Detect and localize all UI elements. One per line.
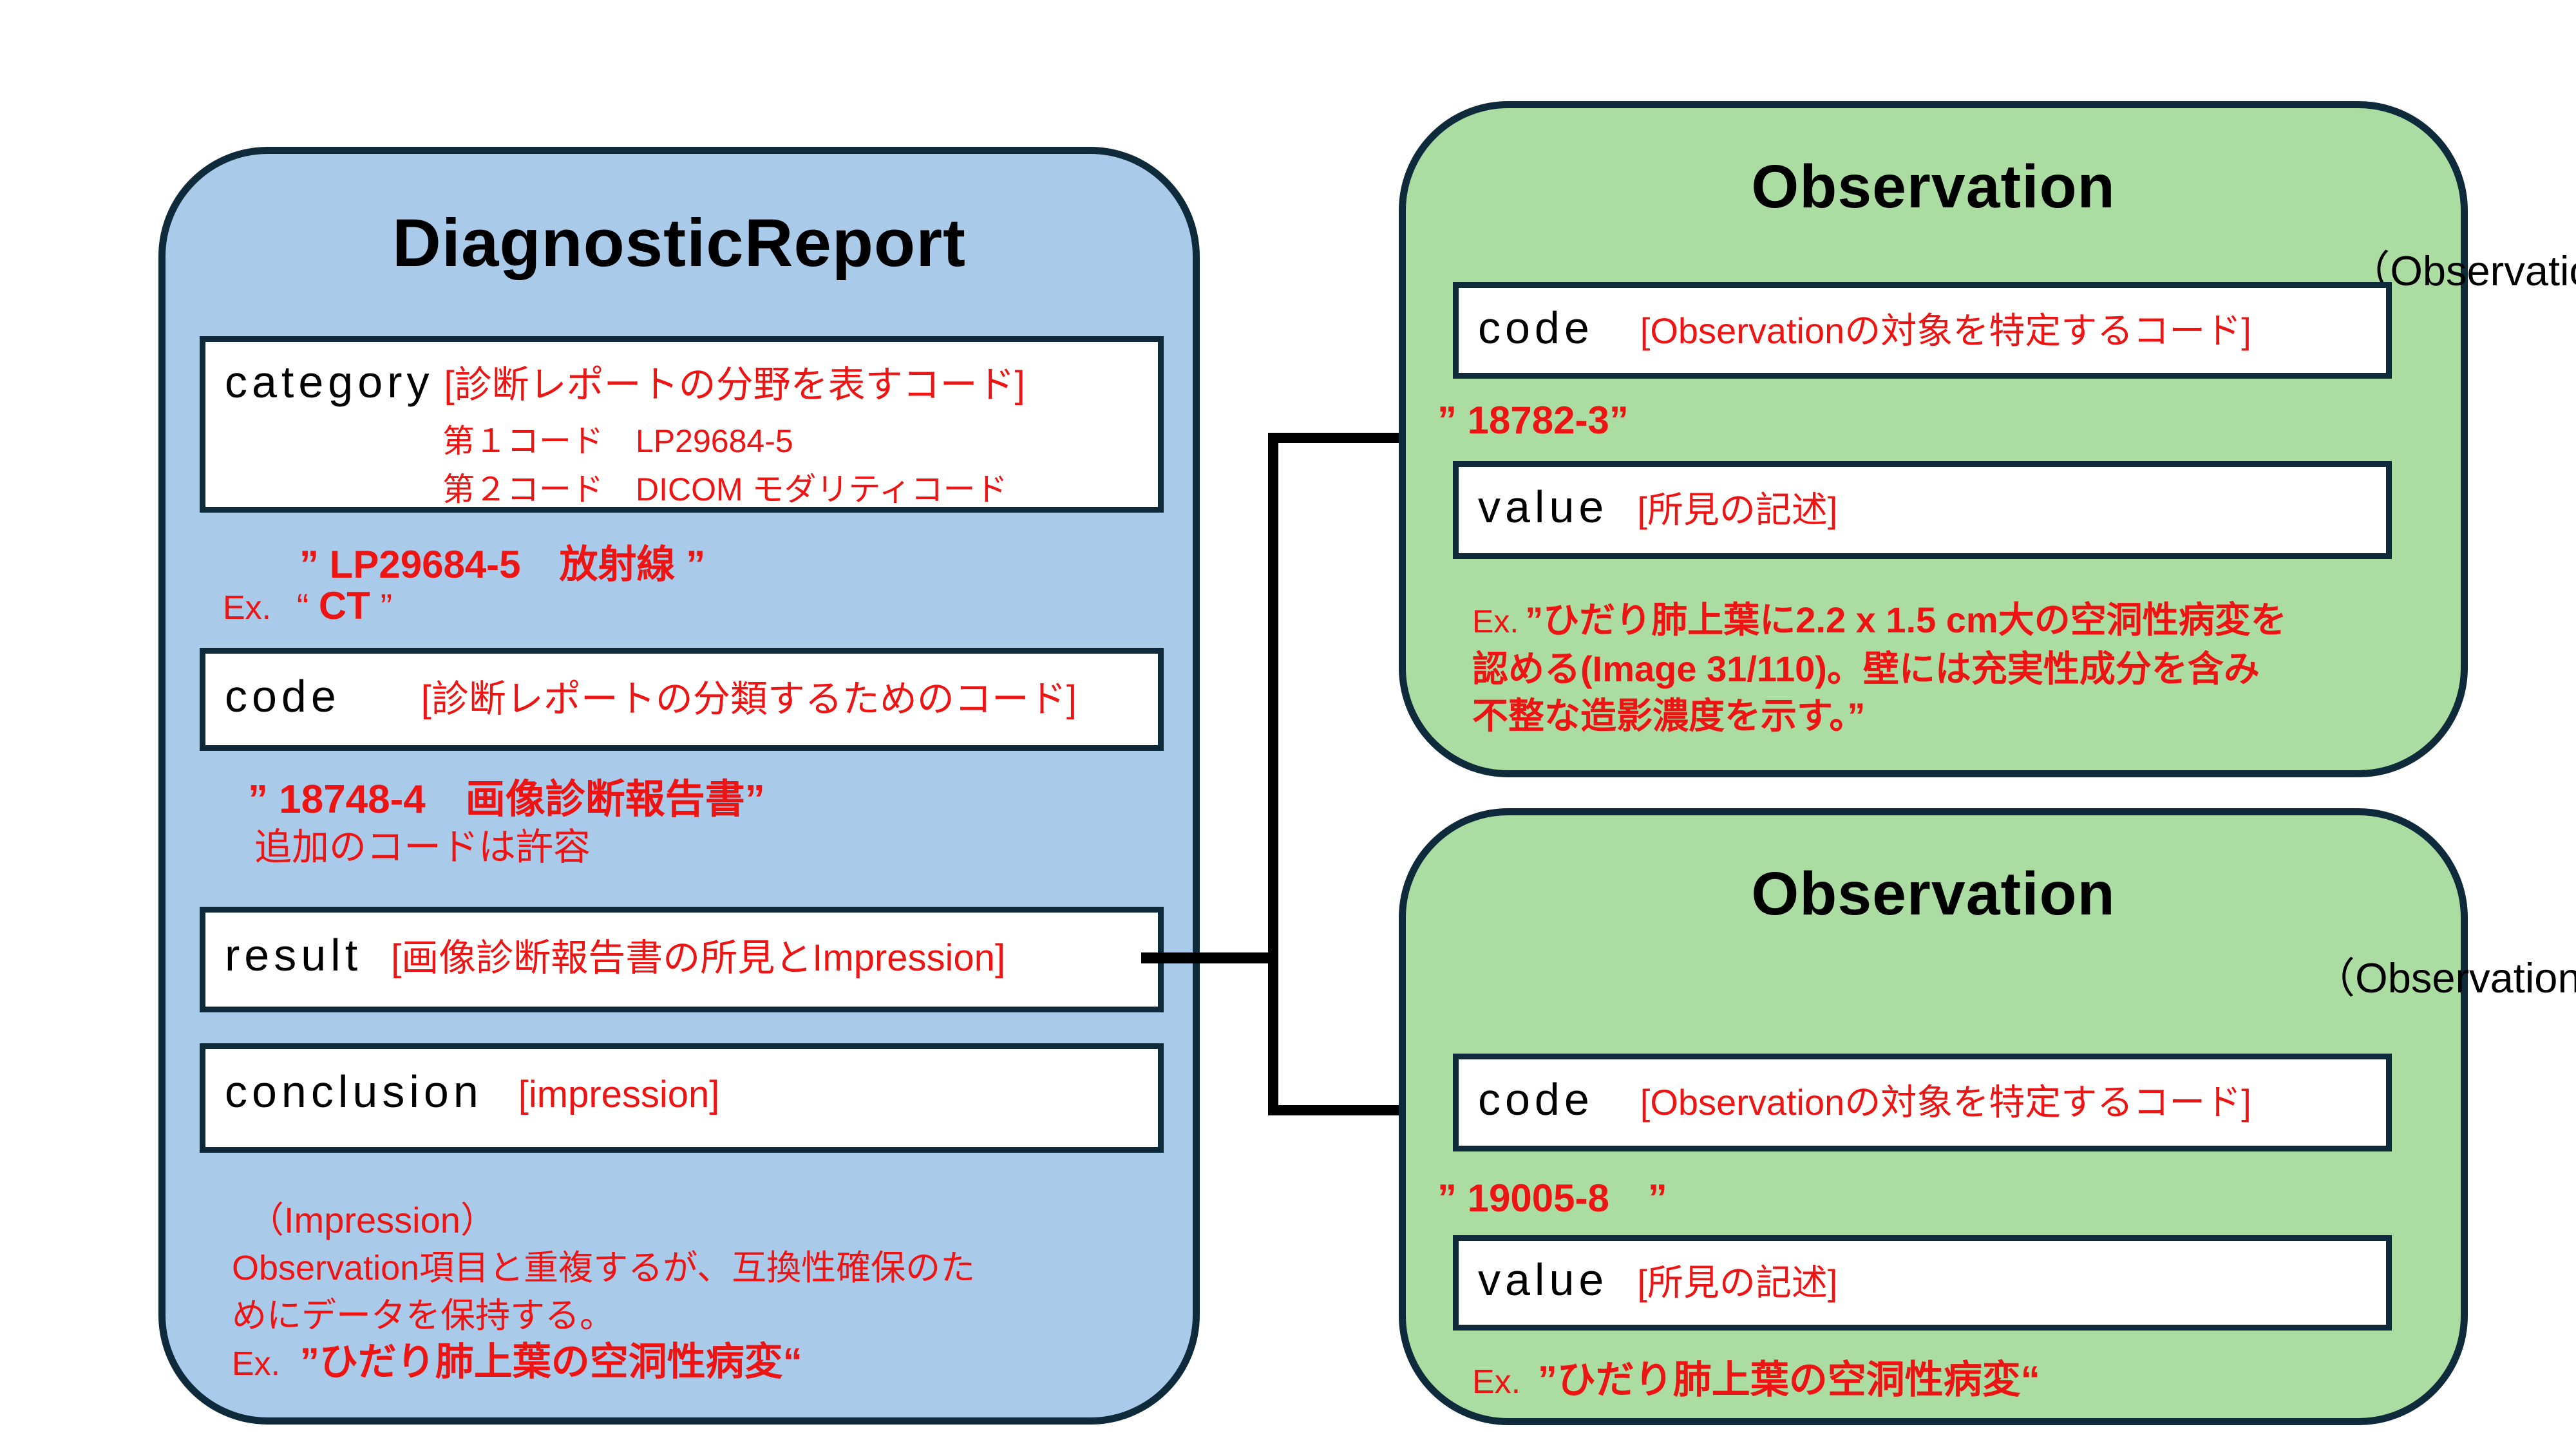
code-field-annotation: [診断レポートの分類するためのコード] — [421, 678, 1077, 720]
observation-impression-example: Ex. ”ひだり肺上葉の空洞性病変“ — [1472, 1349, 2040, 1405]
impression-example-prefix: Ex. — [232, 1345, 281, 1383]
observation-impression-subtitle: （Observation_Radiology_Impression） — [2313, 954, 2576, 1001]
result-field-label: result — [225, 930, 363, 980]
observation-impression-code-box: code [Observationの対象を特定するコード] — [1453, 1054, 2392, 1151]
category-example-prefix: Ex. — [223, 589, 272, 627]
connector-vertical-line — [1268, 433, 1278, 1115]
observation-impression-value-box: value [所見の記述] — [1453, 1235, 2392, 1331]
observation-findings-code-annotation: [Observationの対象を特定するコード] — [1640, 310, 2251, 351]
connector-result-stub — [1141, 952, 1278, 963]
code-example-note: 追加のコードは許容 — [254, 826, 591, 868]
observation-findings-code-label: code — [1478, 303, 1594, 353]
observation-findings-code-box: code [Observationの対象を特定するコード] — [1453, 282, 2392, 379]
observation-findings-value-label: value — [1478, 482, 1609, 532]
diagnostic-report-title: DiagnosticReport — [392, 205, 967, 281]
conclusion-field-box: conclusion [impression] — [200, 1043, 1164, 1153]
conclusion-field-annotation: [impression] — [518, 1074, 720, 1115]
impression-example: Ex. ”ひだり肺上葉の空洞性病変“ — [232, 1331, 802, 1387]
impression-note-line-2: めにデータを保持する。 — [232, 1296, 614, 1335]
observation-impression-code-label: code — [1478, 1074, 1594, 1124]
connector-top-branch — [1268, 433, 1402, 443]
observation-findings-example-prefix: Ex. — [1472, 603, 1519, 639]
observation-findings-title: Observation — [1751, 153, 2116, 221]
observation-impression-example-prefix: Ex. — [1472, 1363, 1521, 1401]
conclusion-field-label: conclusion — [225, 1066, 483, 1117]
category-example-close-quote: ” — [370, 586, 393, 627]
observation-impression-value-label: value — [1478, 1255, 1609, 1305]
result-field-box: result [画像診断報告書の所見とImpression] — [200, 907, 1164, 1012]
observation-impression-code-annotation: [Observationの対象を特定するコード] — [1640, 1082, 2251, 1122]
impression-example-text: ”ひだり肺上葉の空洞性病変“ — [299, 1340, 802, 1383]
observation-findings-value-annotation: [所見の記述] — [1637, 489, 1838, 530]
category-code-line-2: 第２コード DICOM モダリティコード — [442, 471, 1008, 507]
code-example-value: ” 18748-4 画像診断報告書” — [248, 777, 765, 822]
code-field-label: code — [225, 671, 341, 721]
result-field-annotation: [画像診断報告書の所見とImpression] — [391, 937, 1006, 979]
category-example-value: ” LP29684-5 放射線 ” — [299, 543, 706, 586]
observation-findings-value-box: value [所見の記述] — [1453, 461, 2392, 559]
observation-findings-code-value: ” 18782-3” — [1437, 399, 1629, 442]
category-example-open-quote: “ — [296, 586, 319, 627]
observation-impression-example-text: ”ひだり肺上葉の空洞性病変“ — [1537, 1358, 2040, 1401]
observation-impression-value-annotation: [所見の記述] — [1637, 1262, 1838, 1303]
category-code-line-1: 第１コード LP29684-5 — [442, 422, 793, 459]
observation-findings-box — [1399, 101, 2468, 777]
category-example-line: Ex. “ CT ” — [223, 583, 392, 628]
observation-findings-example-line-1: ”ひだり肺上葉に2.2 x 1.5 cm大の空洞性病変を — [1525, 600, 2287, 640]
observation-findings-example-line-2: 認める(Image 31/110)。壁には充実性成分を含み — [1472, 649, 2260, 689]
code-field-box: code [診断レポートの分類するためのコード] — [200, 648, 1164, 751]
observation-impression-code-value: ” 19005-8 ” — [1437, 1177, 1667, 1220]
impression-note-line-1: Observation項目と重複するが、互換性確保のた — [232, 1249, 976, 1287]
connector-bottom-branch — [1268, 1105, 1402, 1115]
category-field-annotation: [診断レポートの分野を表すコード] — [444, 364, 1025, 406]
observation-impression-title: Observation — [1751, 860, 2116, 928]
observation-findings-example-line-3: 不整な造影濃度を示す。” — [1472, 696, 1866, 736]
impression-heading: （Impression） — [248, 1200, 497, 1240]
observation-findings-example: Ex.”ひだり肺上葉に2.2 x 1.5 cm大の空洞性病変を 認める(Imag… — [1472, 596, 2287, 739]
category-field-label: category — [225, 357, 434, 407]
category-example-code: CT — [318, 584, 370, 627]
category-field-box: category [診断レポートの分野を表すコード] 第１コード LP29684… — [200, 336, 1164, 513]
